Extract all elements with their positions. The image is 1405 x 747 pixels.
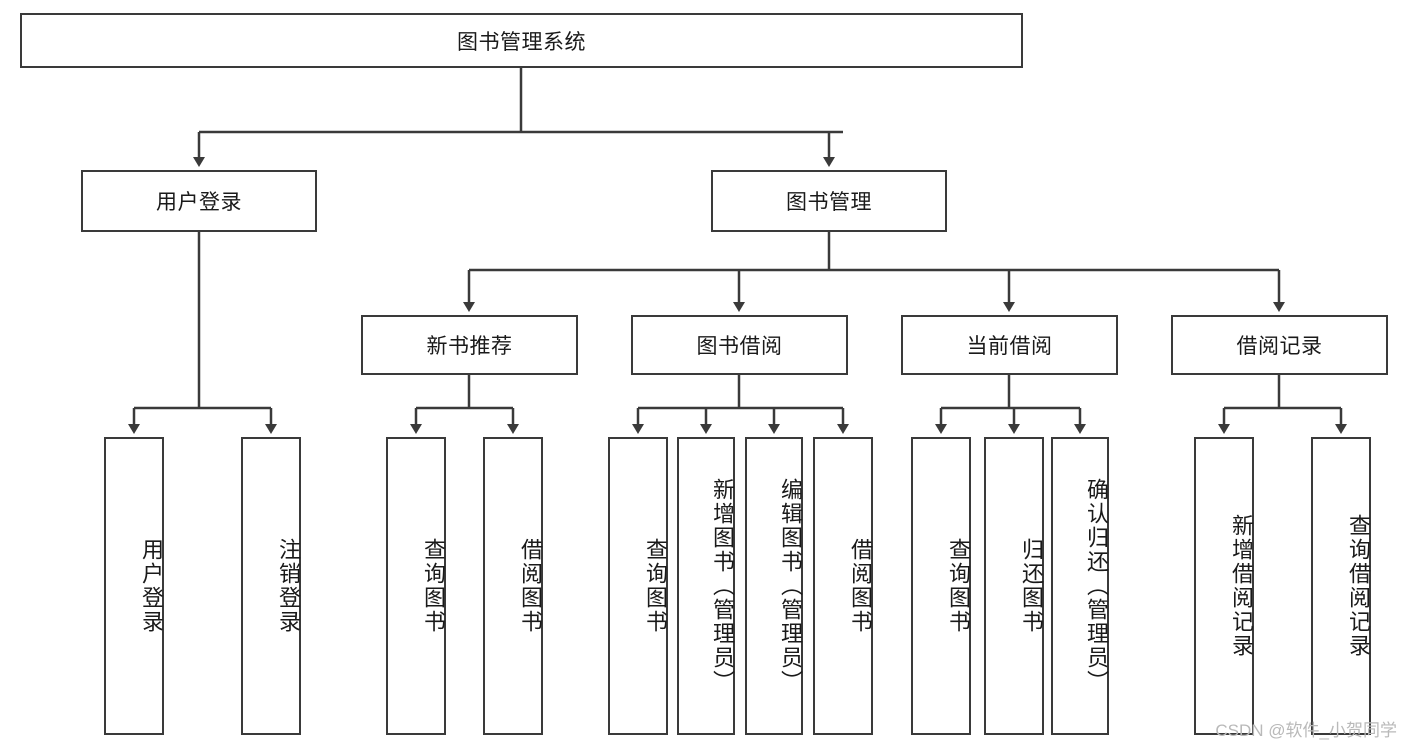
node-new-book-recommend[interactable]: 新书推荐	[361, 315, 578, 375]
node-current-borrow-label: 当前借阅	[966, 335, 1053, 358]
leaf-borrow-book-1-label: 借阅图书	[518, 538, 543, 634]
node-book-borrow-label: 图书借阅	[696, 335, 783, 358]
leaf-query-book-3[interactable]: 查询图书	[911, 437, 971, 735]
node-book-borrow[interactable]: 图书借阅	[631, 315, 848, 375]
node-user-login[interactable]: 用户登录	[81, 170, 317, 232]
leaf-query-record-label: 查询借阅记录	[1346, 514, 1371, 658]
node-book-management[interactable]: 图书管理	[711, 170, 947, 232]
node-borrow-record-label: 借阅记录	[1236, 335, 1323, 358]
leaf-return-book[interactable]: 归还图书	[984, 437, 1044, 735]
leaf-query-book-1[interactable]: 查询图书	[386, 437, 446, 735]
leaf-confirm-return-label: 确认归还（管理员）	[1084, 478, 1109, 694]
leaf-logout-label: 注销登录	[276, 538, 301, 634]
leaf-query-record[interactable]: 查询借阅记录	[1311, 437, 1371, 735]
leaf-return-book-label: 归还图书	[1019, 538, 1044, 634]
node-new-book-recommend-label: 新书推荐	[426, 335, 513, 358]
leaf-user-login-label: 用户登录	[139, 538, 164, 634]
leaf-borrow-book-2-label: 借阅图书	[848, 538, 873, 634]
node-current-borrow[interactable]: 当前借阅	[901, 315, 1118, 375]
leaf-borrow-book-2[interactable]: 借阅图书	[813, 437, 873, 735]
leaf-query-book-2[interactable]: 查询图书	[608, 437, 668, 735]
leaf-edit-book[interactable]: 编辑图书（管理员）	[745, 437, 803, 735]
node-book-management-label: 图书管理	[786, 191, 872, 214]
node-borrow-record[interactable]: 借阅记录	[1171, 315, 1388, 375]
leaf-confirm-return[interactable]: 确认归还（管理员）	[1051, 437, 1109, 735]
leaf-query-book-3-label: 查询图书	[946, 538, 971, 634]
leaf-add-record-label: 新增借阅记录	[1229, 514, 1254, 658]
leaf-user-login[interactable]: 用户登录	[104, 437, 164, 735]
leaf-add-book[interactable]: 新增图书（管理员）	[677, 437, 735, 735]
leaf-add-record[interactable]: 新增借阅记录	[1194, 437, 1254, 735]
node-user-login-label: 用户登录	[156, 191, 242, 214]
leaf-query-book-1-label: 查询图书	[421, 538, 446, 634]
leaf-borrow-book-1[interactable]: 借阅图书	[483, 437, 543, 735]
leaf-add-book-label: 新增图书（管理员）	[710, 478, 735, 694]
leaf-query-book-2-label: 查询图书	[643, 538, 668, 634]
node-root[interactable]: 图书管理系统	[20, 13, 1023, 68]
leaf-logout[interactable]: 注销登录	[241, 437, 301, 735]
watermark: CSDN @软件_小贺同学	[1215, 721, 1397, 740]
leaf-edit-book-label: 编辑图书（管理员）	[778, 478, 803, 694]
node-root-label: 图书管理系统	[457, 30, 586, 54]
